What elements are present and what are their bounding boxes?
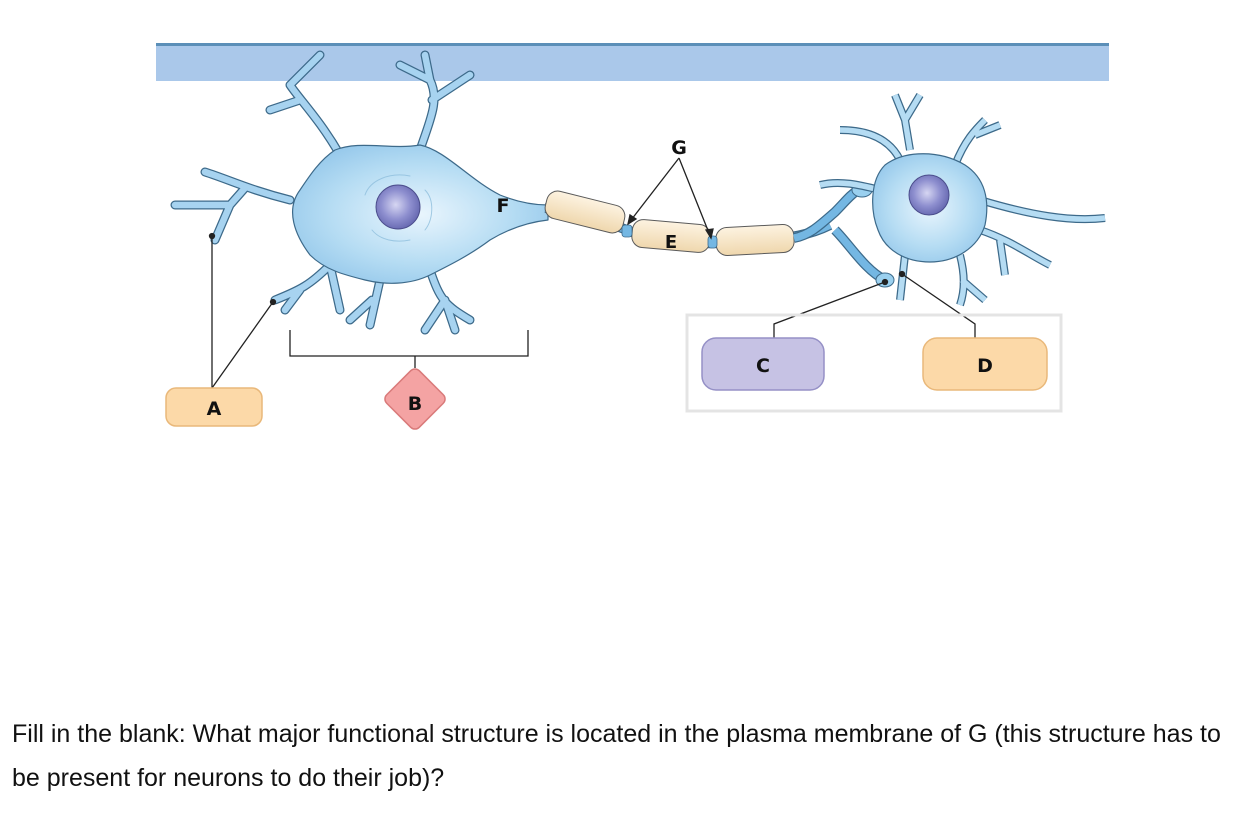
label-box-b: B [384,368,446,430]
label-e-text: E [665,232,677,253]
node-of-ranvier-1 [621,224,633,238]
left-neuron-soma [291,144,549,284]
label-c-text: C [756,355,770,377]
question-text: Fill in the blank: What major functional… [12,720,1221,792]
label-box-c: C [701,337,825,391]
neuron-diagram: A B C D F E G [156,43,1109,430]
myelin-sheath-1 [544,190,626,234]
left-neuron [170,50,549,335]
label-box-d: D [922,337,1048,391]
cd-group-frame [685,313,1063,413]
right-neuron-nucleus [908,174,950,216]
left-neuron-nucleus [375,184,421,230]
label-box-a: A [165,387,263,427]
label-f-text: F [497,195,510,217]
label-b-text: B [408,393,422,415]
left-neuron-dendrites [170,50,475,335]
axon [544,190,833,256]
leader-lines [208,157,976,389]
label-d-text: D [977,355,993,377]
label-g-text: G [671,137,687,159]
myelin-sheath-3 [715,224,795,256]
axon-terminals [792,182,895,288]
node-of-ranvier-2 [707,235,718,249]
label-a-text: A [207,398,222,420]
right-neuron [819,92,1106,307]
